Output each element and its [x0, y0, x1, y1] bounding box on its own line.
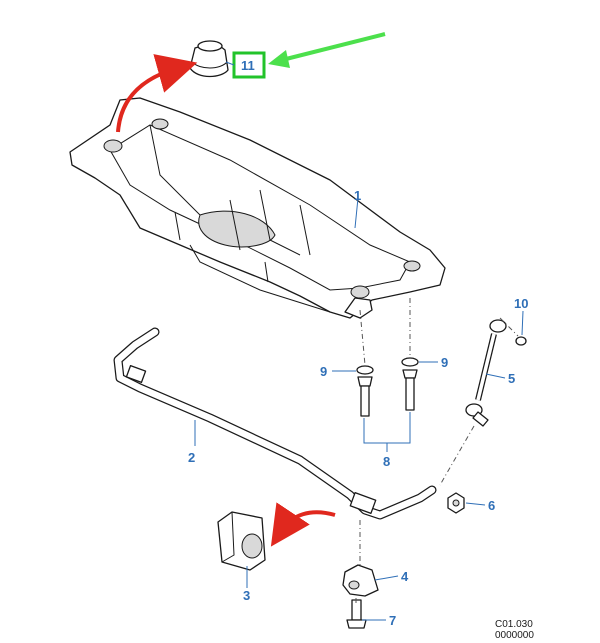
callout-8: 8: [383, 454, 390, 469]
subframe-bolt-left: [357, 376, 373, 417]
subframe: [69, 97, 446, 319]
callout-11: 11: [241, 58, 255, 73]
bar-nut: [447, 492, 465, 514]
alignment-lines: [355, 298, 519, 604]
callout-9-right: 9: [441, 355, 448, 370]
red-arrow-bushing: [270, 502, 336, 547]
stabilizer-bushing: [217, 511, 266, 571]
callout-5: 5: [508, 371, 515, 386]
washer-left: [356, 365, 374, 375]
stabilizer-clamp: [342, 564, 379, 597]
washer-right: [401, 357, 419, 367]
callout-10: 10: [514, 296, 528, 311]
callout-1: 1: [354, 188, 361, 203]
leader-lines: [194, 61, 524, 621]
callout-9-left: 9: [320, 364, 327, 379]
callout-2: 2: [188, 450, 195, 465]
callout-8-bracket: [363, 412, 411, 452]
stabilizer-link: [465, 319, 507, 427]
callout-6: 6: [488, 498, 495, 513]
callout-3: 3: [243, 588, 250, 603]
green-arrow: [268, 32, 386, 68]
red-arrow-subframe: [116, 54, 198, 133]
subframe-bolt-right: [402, 369, 418, 411]
callout-7: 7: [389, 613, 396, 628]
reference-code: C01.030: [495, 619, 533, 630]
clamp-bolt: [346, 599, 367, 629]
reference-number: 0000000: [495, 630, 534, 641]
link-nut: [515, 336, 527, 346]
subframe-bushing: [189, 40, 229, 78]
callout-4: 4: [401, 569, 409, 584]
stabilizer-bar: [113, 327, 437, 520]
